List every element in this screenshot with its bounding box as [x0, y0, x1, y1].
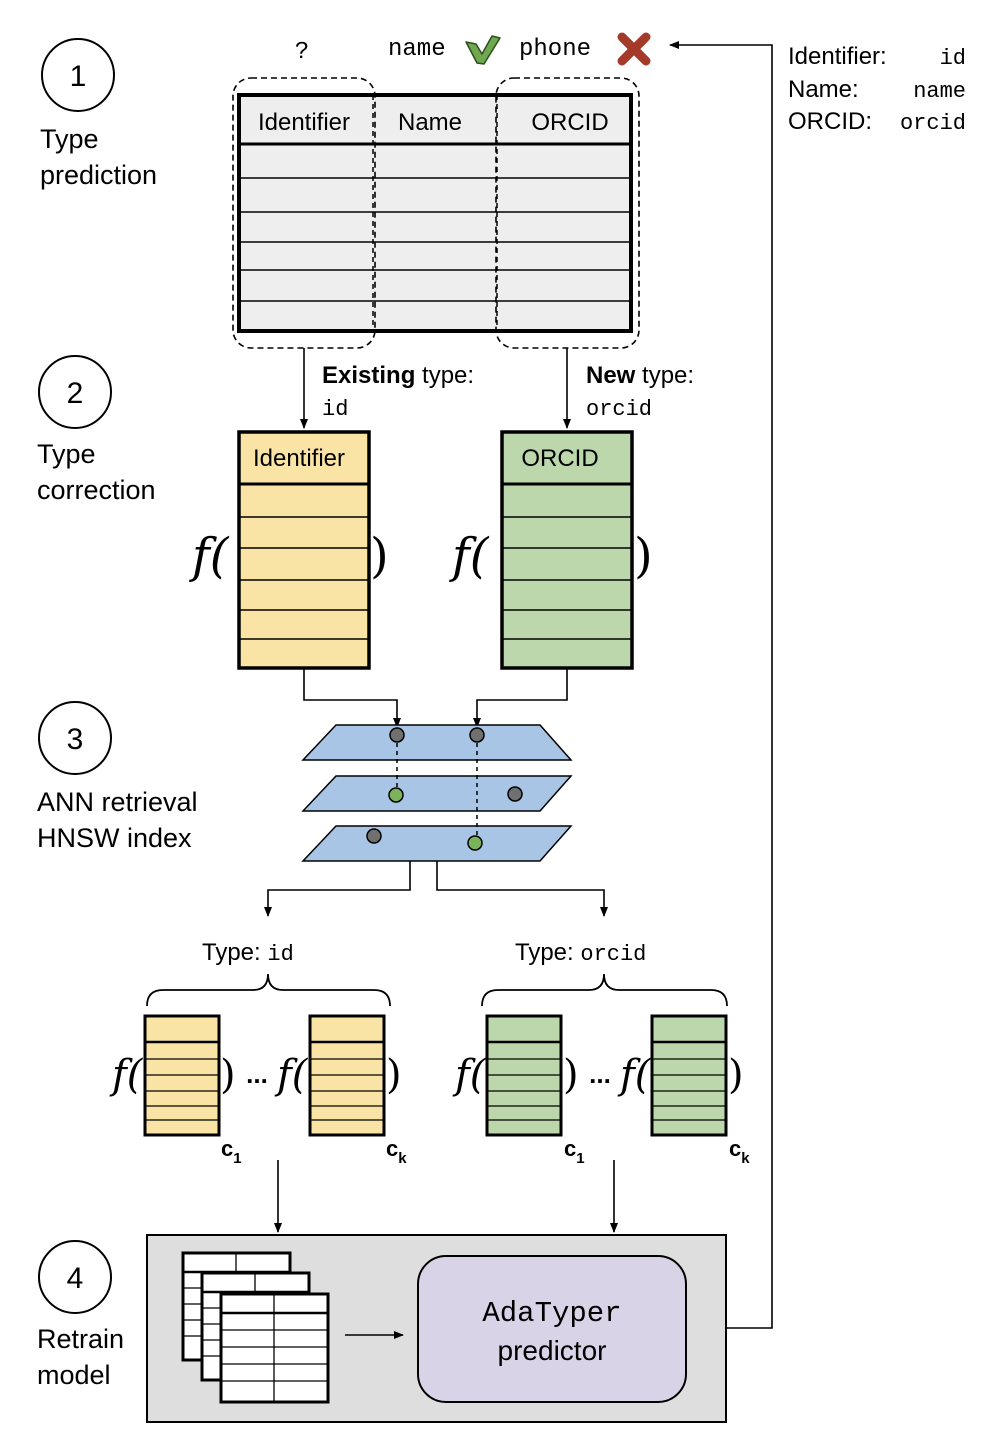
existing-type-label: Existing type: [322, 362, 474, 389]
embedding-close-orcid-c1: ) [563, 1052, 579, 1098]
predicted-phone-label: phone [519, 36, 591, 63]
identifier-column-highlight [232, 77, 376, 349]
ellipsis-orcid: ... [589, 1059, 611, 1089]
brace-id [146, 973, 391, 1007]
input-table: Identifier Name ORCID [237, 93, 633, 333]
step-1-label-line1: Type [40, 124, 99, 154]
legend-name-label: Name: [788, 76, 859, 103]
retrieved-type-orcid-label: Type: orcid [515, 939, 646, 967]
index-node [388, 787, 404, 803]
embedding-func-id-c1: f( [109, 1052, 144, 1098]
predicted-name-label: name [388, 36, 446, 63]
feedback-arrow [669, 41, 773, 1329]
step-4-badge: 4 [38, 1240, 112, 1314]
identifier-column-header: Identifier [253, 445, 345, 472]
retrieved-column-orcid-c1 [485, 1014, 563, 1137]
new-type-value: orcid [586, 397, 652, 422]
legend-identifier-value: id [940, 46, 966, 71]
arrow-index-to-id [264, 861, 411, 917]
label-orcid-c1: c1 [564, 1136, 585, 1167]
label-id-ck: ck [386, 1136, 407, 1167]
index-node [467, 835, 483, 851]
table-header-name: Name [398, 109, 462, 136]
embedding-function-identifier: f( [189, 528, 230, 584]
index-node [469, 727, 485, 743]
retrieved-column-orcid-ck [650, 1014, 728, 1137]
retrieved-type-id-label: Type: id [202, 939, 294, 967]
step-3-label-line1: ANN retrieval [37, 787, 198, 817]
type-legend: Identifier: id Name: name ORCID: orcid [788, 43, 966, 136]
index-node [389, 727, 405, 743]
cross-icon [617, 32, 651, 66]
embedding-close-orcid-ck: ) [728, 1052, 744, 1098]
arrow-index-to-orcid [436, 861, 608, 917]
brace-orcid [481, 973, 728, 1007]
hnsw-index [301, 724, 573, 862]
embedding-func-orcid-c1: f( [452, 1052, 487, 1098]
retrieved-column-id-ck [308, 1014, 386, 1137]
arrow-identifier-to-index [303, 668, 401, 728]
new-type-label: New type: [586, 362, 694, 389]
step-2-label-line1: Type [37, 439, 96, 469]
check-icon [465, 35, 501, 65]
embedding-func-id-ck: f( [274, 1052, 309, 1098]
orcid-column-header: ORCID [521, 445, 598, 472]
hnsw-layer-bottom [301, 825, 573, 862]
model-subtitle: predictor [498, 1335, 607, 1366]
legend-name-value: name [913, 79, 966, 104]
existing-type-value: id [322, 397, 348, 422]
model-name: AdaTyper [482, 1297, 621, 1330]
hnsw-layer-middle [301, 775, 573, 812]
step-2-label-line2: correction [37, 475, 156, 505]
embedding-close-identifier: ) [370, 528, 389, 584]
label-id-c1: c1 [221, 1136, 242, 1167]
step-3-badge: 3 [38, 701, 112, 775]
table-header-orcid: ORCID [531, 109, 608, 136]
step-1-badge: 1 [41, 38, 115, 112]
retrieved-column-id-c1 [143, 1014, 221, 1137]
ellipsis-id: ... [246, 1059, 268, 1089]
unknown-type-label: ? [295, 39, 309, 66]
step-4-label-line2: model [37, 1360, 111, 1390]
legend-identifier-label: Identifier: [788, 43, 887, 70]
index-node [507, 786, 523, 802]
step-3-label-line2: HNSW index [37, 823, 192, 853]
step-1-label-line2: prediction [40, 160, 157, 190]
embedding-close-id-c1: ) [220, 1052, 236, 1098]
identifier-column: Identifier [237, 430, 371, 670]
step-4-label-line1: Retrain [37, 1324, 124, 1354]
arrow-orcid-to-index [473, 668, 568, 728]
embedding-close-id-ck: ) [386, 1052, 402, 1098]
legend-orcid-label: ORCID: [788, 108, 872, 135]
step-4-number: 4 [67, 1262, 84, 1295]
embedding-close-orcid: ) [634, 528, 653, 584]
embedding-func-orcid-ck: f( [617, 1052, 652, 1098]
embedding-function-orcid: f( [449, 528, 490, 584]
step-1-number: 1 [70, 60, 87, 93]
legend-orcid-value: orcid [900, 111, 966, 136]
table-header-identifier: Identifier [258, 109, 350, 136]
index-node [366, 828, 382, 844]
hnsw-layer-top [301, 724, 573, 761]
adatyper-predictor: AdaTyper predictor [417, 1255, 687, 1403]
step-2-badge: 2 [38, 355, 112, 429]
orcid-column: ORCID [500, 430, 634, 670]
step-3-number: 3 [67, 723, 84, 756]
step-2-number: 2 [67, 377, 84, 410]
training-tables-icon [181, 1251, 330, 1404]
label-orcid-ck: ck [729, 1136, 750, 1167]
